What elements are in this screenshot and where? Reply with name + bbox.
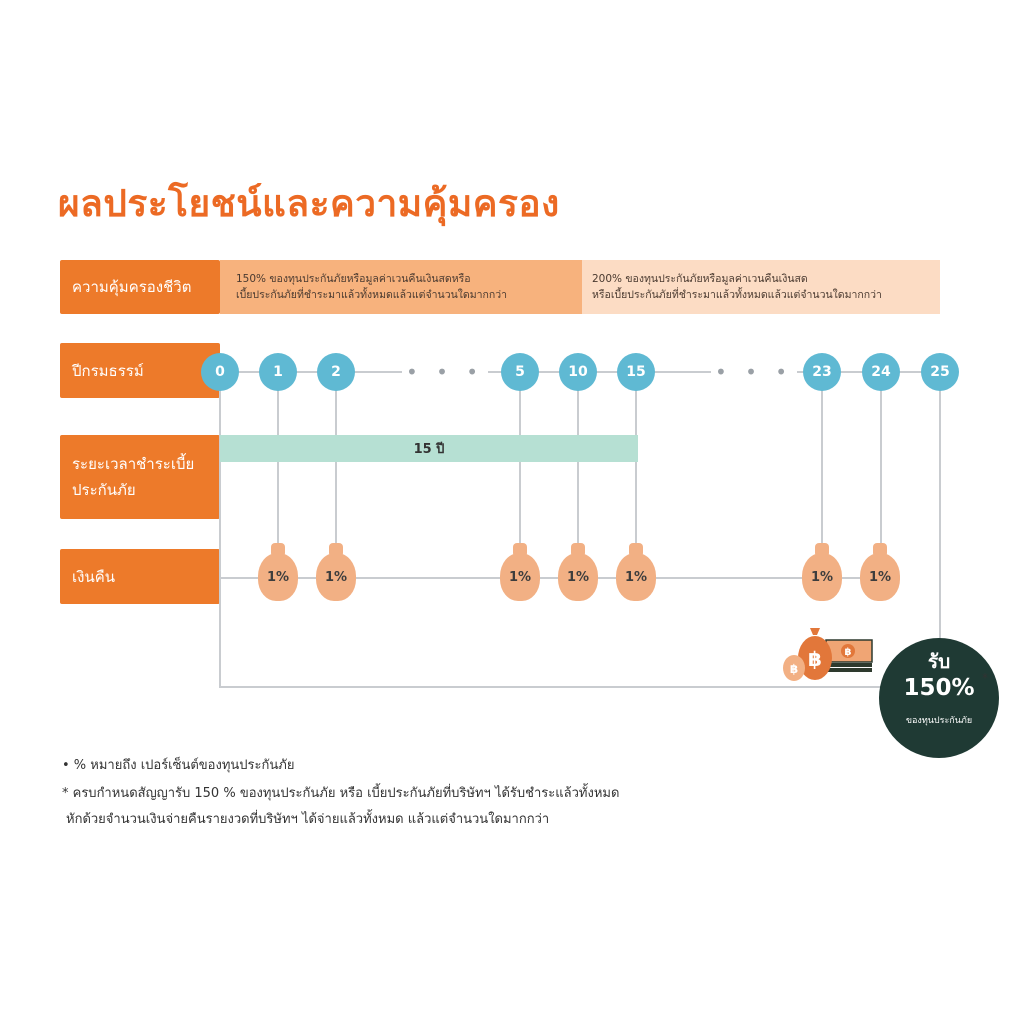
- row-label-policy-year: ปีกรมธรรม์: [60, 343, 220, 398]
- coverage-band-150-line2: เบี้ยประกันภัยที่ชำระมาแล้วทั้งหมดแล้วแต…: [236, 289, 508, 301]
- start-vertical-line: [219, 390, 221, 688]
- year-10-drop-line: [577, 390, 579, 546]
- year-25-drop-line: [939, 390, 941, 640]
- cashback-percent: 1%: [860, 553, 900, 601]
- year-23-drop-line: [821, 390, 823, 546]
- row-label-payment-period-line2: ประกันภัย: [72, 481, 136, 499]
- money-bag-icon: 1%: [316, 543, 356, 601]
- note-percent-definition: • % หมายถึง เปอร์เซ็นต์ของทุนประกันภัย: [62, 758, 295, 773]
- coverage-band-200: 200% ของทุนประกันภัยหรือมูลค่าเวนคืนเงิน…: [582, 260, 940, 314]
- payment-period-bar: 15 ปี: [220, 435, 638, 462]
- year-circle-25: 25: [921, 353, 959, 391]
- year-5-drop-line: [519, 390, 521, 546]
- year-circle-5: 5: [501, 353, 539, 391]
- coverage-band-150: 150% ของทุนประกันภัยหรือมูลค่าเวนคืนเงิน…: [220, 260, 582, 314]
- year-circle-24: 24: [862, 353, 900, 391]
- maturity-asterisk: *: [982, 671, 988, 685]
- baht-money-stack-icon: ฿ ฿ ฿: [783, 628, 873, 681]
- maturity-percent: 150%: [903, 675, 975, 701]
- year-circle-1: 1: [259, 353, 297, 391]
- row-label-cashback: เงินคืน: [60, 549, 220, 604]
- coverage-band-150-line1: 150% ของทุนประกันภัยหรือมูลค่าเวนคืนเงิน…: [236, 273, 471, 285]
- year-1-drop-line: [277, 390, 279, 546]
- cashback-percent: 1%: [616, 553, 656, 601]
- timeline-ellipsis-1: • • •: [402, 360, 489, 384]
- year-circle-10: 10: [559, 353, 597, 391]
- note-maturity-condition: * ครบกำหนดสัญญารับ 150 % ของทุนประกันภัย…: [62, 786, 620, 801]
- year-2-drop-line: [335, 390, 337, 546]
- maturity-line1: รับ: [927, 651, 951, 673]
- year-circle-0: 0: [201, 353, 239, 391]
- year-15-drop-line: [635, 390, 637, 546]
- maturity-line: [219, 686, 881, 688]
- year-circle-15: 15: [617, 353, 655, 391]
- page-title: ผลประโยชน์และความคุ้มครอง: [58, 182, 560, 225]
- svg-text:฿: ฿: [790, 662, 798, 676]
- money-bag-icon: 1%: [558, 543, 598, 601]
- coverage-band-200-line1: 200% ของทุนประกันภัยหรือมูลค่าเวนคืนเงิน…: [592, 273, 808, 285]
- row-label-coverage: ความคุ้มครองชีวิต: [60, 260, 220, 314]
- coverage-band-200-line2: หรือเบี้ยประกันภัยที่ชำระมาแล้วทั้งหมดแล…: [592, 289, 882, 301]
- row-label-payment-period-line1: ระยะเวลาชำระเบี้ย: [72, 455, 195, 473]
- maturity-benefit-badge: รับ 150% ของทุนประกันภัย: [879, 638, 999, 758]
- money-bag-icon: 1%: [616, 543, 656, 601]
- note-maturity-condition-cont: หักด้วยจำนวนเงินจ่ายคืนรายงวดที่บริษัทฯ …: [66, 812, 550, 827]
- timeline-ellipsis-2: • • •: [711, 360, 798, 384]
- money-bag-icon: 1%: [500, 543, 540, 601]
- maturity-caption: ของทุนประกันภัย: [905, 716, 973, 726]
- money-bag-icon: 1%: [258, 543, 298, 601]
- svg-text:฿: ฿: [845, 647, 852, 658]
- money-bag-icon: 1%: [802, 543, 842, 601]
- row-label-payment-period: ระยะเวลาชำระเบี้ย ประกันภัย: [60, 435, 220, 519]
- money-bag-icon: 1%: [860, 543, 900, 601]
- cashback-percent: 1%: [558, 553, 598, 601]
- cashback-percent: 1%: [258, 553, 298, 601]
- cashback-percent: 1%: [500, 553, 540, 601]
- year-circle-2: 2: [317, 353, 355, 391]
- year-circle-23: 23: [803, 353, 841, 391]
- svg-text:฿: ฿: [808, 647, 822, 671]
- cashback-percent: 1%: [802, 553, 842, 601]
- year-24-drop-line: [880, 390, 882, 546]
- cashback-percent: 1%: [316, 553, 356, 601]
